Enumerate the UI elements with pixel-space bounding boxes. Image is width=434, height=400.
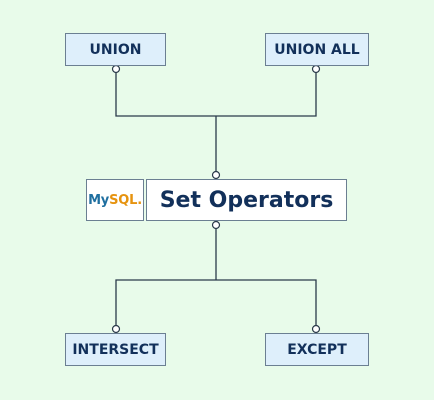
node-except: EXCEPT (265, 333, 369, 366)
connector-dot-center-bottom (211, 220, 221, 230)
connector-dot-union-all (311, 64, 321, 74)
connector-dot-except (311, 324, 321, 334)
connector-dot-union (111, 64, 121, 74)
bottom-connector (115, 279, 317, 329)
connector-dot-center-top (211, 170, 221, 180)
center-title: Set Operators (146, 179, 347, 221)
top-connector (115, 70, 317, 117)
node-union-all: UNION ALL (265, 33, 369, 66)
mysql-logo-my: My (88, 192, 110, 208)
mysql-logo-sql: SQL (109, 192, 138, 208)
connector-dot-intersect (111, 324, 121, 334)
node-intersect: INTERSECT (65, 333, 166, 366)
mysql-logo-mark: . (137, 192, 142, 208)
node-union: UNION (65, 33, 166, 66)
